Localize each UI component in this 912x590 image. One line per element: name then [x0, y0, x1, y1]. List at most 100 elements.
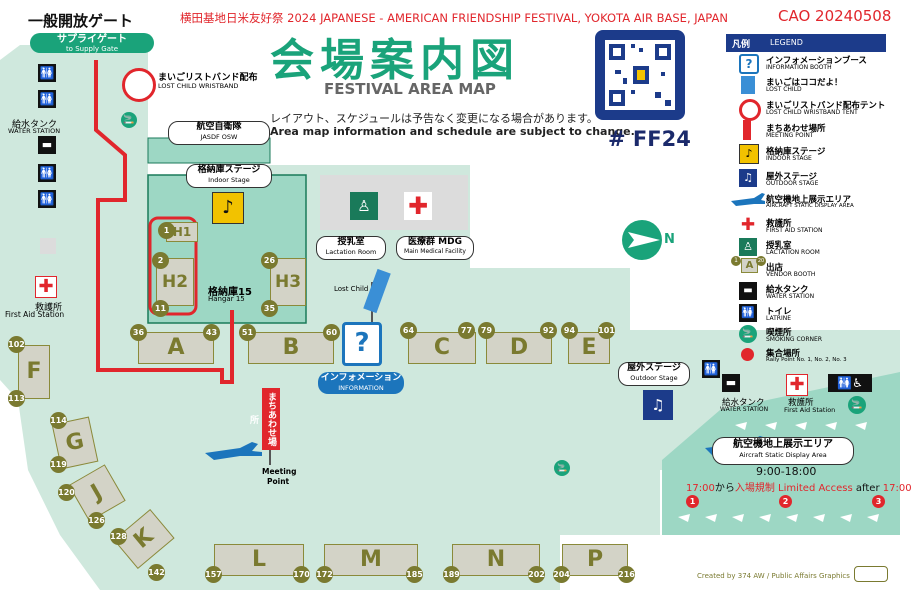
legend-item-en: VENDOR BOOTH	[766, 271, 816, 278]
water2-jp: 給水タンク	[722, 398, 765, 408]
outdoor-stage-label: 屋外ステージ Outdoor Stage	[618, 362, 690, 386]
booth-number: 157	[205, 566, 222, 583]
legend-lactation-icon: ♙	[739, 238, 757, 256]
legend-lost-child-icon	[741, 76, 755, 94]
meeting-flag: まちあわせ場所	[248, 388, 280, 450]
smoking-icon: 🚬	[121, 112, 137, 128]
indoor-stage-jp: 格納庫ステージ	[197, 165, 261, 175]
booth-number: 64	[400, 322, 417, 339]
wristband-icon	[122, 68, 156, 102]
legend-item-en: Rally Point No. 1, No. 2, No. 3	[766, 357, 847, 363]
booth-d[interactable]: D	[486, 332, 552, 364]
limit-after-time: 17:00	[882, 483, 912, 494]
meeting-label-1: Meeting	[262, 467, 297, 476]
limit-from: から	[714, 483, 735, 494]
medical-icon: ✚	[404, 192, 432, 220]
booth-n[interactable]: N	[452, 544, 540, 576]
legend-list: ? ♪ ♫ ✚ ♙ A 1 20 ▬ 🚻 🚬 インフォメーションブース INFO…	[726, 52, 886, 368]
legend-item-en: INDOOR STAGE	[766, 155, 812, 162]
legend-latrine-icon: 🚻	[739, 304, 757, 322]
booth-m[interactable]: M	[324, 544, 418, 576]
booth-number: 189	[443, 566, 460, 583]
legend-vendor-num: 1	[731, 256, 741, 266]
legend-item-en: MEETING POINT	[766, 132, 814, 139]
restroom-icon: 🚻	[38, 164, 56, 182]
lactation-jp: 授乳室	[337, 237, 365, 247]
legend-item-en: LACTATION ROOM	[766, 249, 820, 256]
legend-item-en: OUTDOOR STAGE	[766, 180, 819, 187]
information-icon[interactable]: ?	[342, 322, 382, 366]
legend-item-jp: 出店	[766, 263, 784, 273]
outdoor-stage-jp: 屋外ステージ	[627, 363, 681, 373]
booth-number: 114	[50, 412, 67, 429]
booth-c[interactable]: C	[408, 332, 476, 364]
booth-number: 51	[239, 324, 256, 341]
static-display-en: Aircraft Static Display Area	[739, 451, 827, 459]
legend-item-jp: 授乳室	[766, 241, 792, 251]
booth-h3[interactable]: H3	[270, 258, 306, 306]
booth-number: 170	[293, 566, 310, 583]
rally-point-2: 2	[779, 495, 792, 508]
information-badge[interactable]: インフォメーション INFORMATION	[318, 372, 404, 394]
supply-gate-en: to Supply Gate	[65, 45, 119, 53]
hangar15-en: Hangar 15	[208, 295, 245, 303]
booth-number: 26	[261, 252, 278, 269]
outdoor-stage-en: Outdoor Stage	[630, 374, 678, 382]
wristband-label-jp: まいごリストバンド配布	[158, 73, 258, 83]
north-label: N	[664, 232, 675, 247]
legend-smoking-icon: 🚬	[739, 325, 757, 343]
legend-item-jp: 屋外ステージ	[766, 172, 817, 182]
booth-number: 101	[598, 322, 615, 339]
restroom-icon: 🚻	[38, 64, 56, 82]
legend-item-en: LOST CHILD	[766, 86, 802, 93]
booth-number: 102	[8, 336, 25, 353]
legend-item-jp: まいごはココだよ！	[766, 78, 843, 88]
public-gate-label: 一般開放ゲート	[28, 12, 134, 30]
route-line	[94, 60, 234, 384]
indoor-stage-label: 格納庫ステージ Indoor Stage	[186, 164, 272, 188]
booth-h2[interactable]: H2	[156, 258, 194, 306]
qr-code[interactable]	[595, 30, 685, 120]
booth-number: 119	[50, 456, 67, 473]
restroom-icon: 🚻♿	[828, 374, 872, 392]
booth-number: 128	[110, 528, 127, 545]
booth-number: 11	[152, 300, 169, 317]
legend-item-en: AIRCRAFT STATIC DISPLAY AREA	[766, 203, 854, 209]
booth-l[interactable]: L	[214, 544, 304, 576]
legend-item-jp: トイレ	[766, 307, 792, 317]
legend-item-jp: 喫煙所	[766, 328, 792, 338]
rally-point-1: 1	[686, 495, 699, 508]
aid2-en: First Aid Station	[784, 406, 836, 414]
medical-building	[320, 175, 468, 230]
booth-b[interactable]: B	[248, 332, 334, 364]
booth-number: 77	[458, 322, 475, 339]
page-subtitle: FESTIVAL AREA MAP	[324, 80, 496, 98]
limit-time: 17:00	[686, 483, 715, 494]
booth-f[interactable]: F	[18, 345, 50, 399]
meeting-label-2: Point	[267, 477, 290, 486]
booth-a[interactable]: A	[138, 332, 214, 364]
booth-p[interactable]: P	[562, 544, 628, 576]
festival-title: 横田基地日米友好祭 2024 JAPANESE - AMERICAN FRIEN…	[180, 11, 728, 25]
booth-number: 43	[203, 324, 220, 341]
medical-en: Main Medical Facility	[404, 248, 466, 255]
supply-gate-badge: サプライゲート to Supply Gate	[30, 33, 154, 53]
outdoor-stage-icon: ♫	[643, 390, 673, 420]
limit-jp: 入場規制	[734, 483, 775, 494]
notice-jp: レイアウト、スケジュールは予告なく変更になる場合があります。	[270, 112, 598, 125]
first-aid-icon: ✚	[35, 276, 57, 298]
lactation-label: 授乳室 Lactation Room	[316, 236, 386, 260]
legend-item-jp: 救護所	[766, 219, 792, 229]
information-jp: インフォメーション	[320, 373, 402, 383]
legend-first-aid-icon: ✚	[740, 215, 756, 235]
legend-title-en: LEGEND	[770, 38, 803, 47]
wristband-label-en: LOST CHILD WRISTBAND	[158, 82, 239, 90]
legend-item-en: FIRST AID STATION	[766, 227, 823, 234]
legend-item-jp: 航空機地上展示エリア	[766, 195, 852, 205]
limit-after: after	[855, 483, 880, 494]
legend-item-en: WATER STATION	[766, 293, 815, 300]
indoor-stage-en: Indoor Stage	[208, 176, 250, 184]
booth-number: 113	[8, 390, 25, 407]
static-display-label: 航空機地上展示エリア Aircraft Static Display Area	[712, 437, 854, 465]
information-en: INFORMATION	[338, 384, 384, 392]
